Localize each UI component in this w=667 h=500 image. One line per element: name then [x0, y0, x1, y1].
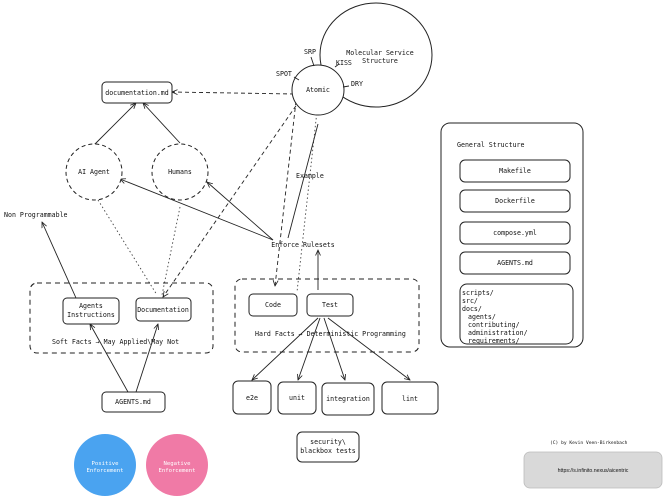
spot-label: SPOT — [276, 70, 292, 78]
agents-instructions-box — [62, 297, 120, 325]
molecular-service-circle — [319, 2, 433, 108]
enforce-rulesets-label: Enforce Rulesets — [271, 241, 335, 249]
ai-agent-label: AI Agent — [78, 168, 110, 176]
positive-enforcement-label-1: Positive — [92, 461, 120, 467]
test-to-integration-arrow — [323, 317, 345, 380]
security-label-1: security\ — [310, 438, 346, 446]
agents-md-box — [101, 391, 166, 413]
humans-to-documentation-dotted — [161, 206, 181, 296]
credit-text: (C) by Kevin Veen-Birkenbach — [550, 440, 628, 446]
structure-item-dockerfile-label: Dockerfile — [495, 197, 535, 205]
structure-item-dockerfile — [459, 189, 571, 213]
example-link — [296, 101, 319, 293]
code-box — [248, 293, 298, 317]
documentation-box — [135, 297, 192, 322]
example-label: Example — [296, 172, 324, 180]
tree-docs: docs/ — [462, 305, 482, 313]
negative-enforcement-label-2: Enforcement — [158, 468, 195, 474]
atomic-circle — [291, 64, 345, 116]
agents-instructions-to-non-programmable-arrow — [42, 222, 77, 299]
structure-item-compose-label: compose.yml — [493, 229, 537, 237]
unit-box — [277, 381, 317, 415]
integration-label: integration — [326, 395, 370, 403]
positive-enforcement-label-2: Enforcement — [86, 468, 123, 474]
dry-label: DRY — [351, 80, 363, 88]
security-label-2: blackbox tests — [300, 447, 356, 455]
general-structure-title: General Structure — [457, 141, 525, 149]
e2e-label: e2e — [246, 394, 258, 402]
tree-contributing: contributing/ — [468, 321, 520, 329]
srp-label: SRP — [304, 48, 316, 56]
kiss-label: KISS — [336, 59, 352, 67]
agents-instructions-label-1: Agents — [79, 302, 103, 310]
test-to-unit-arrow — [298, 317, 321, 380]
molecular-service-structure: Molecular Service Structure Atomic SRP K… — [276, 2, 433, 116]
ai-agent-circle — [65, 143, 123, 201]
documentation-md-box — [101, 81, 173, 104]
atomic-to-documentation-arrow — [163, 99, 301, 297]
atomic-to-documentation-md-arrow — [172, 92, 295, 94]
molecular-title-2: Structure — [362, 57, 398, 65]
agents-md-label: AGENTS.md — [115, 398, 151, 406]
kiss-tick — [334, 63, 340, 68]
code-label: Code — [265, 301, 281, 309]
integration-box — [321, 382, 375, 416]
positive-enforcement-circle — [74, 434, 136, 496]
general-structure-panel: General Structure Makefile Dockerfile co… — [440, 122, 584, 348]
soft-facts-label: Soft Facts → May Applied\May Not — [52, 338, 179, 346]
agents-md-to-documentation-arrow — [135, 324, 158, 393]
ai-agent-to-documentation-dotted — [97, 199, 158, 296]
structure-tree-box — [459, 283, 574, 345]
security-box — [296, 431, 360, 463]
test-to-e2e-arrow — [252, 317, 319, 380]
tree-administration: administration/ — [468, 329, 528, 337]
humans-circle — [151, 143, 209, 201]
hard-facts-label: Hard Facts → Deterministic Programming — [255, 330, 406, 338]
structure-item-agents-md-label: AGENTS.md — [497, 259, 533, 267]
molecular-title-1: Molecular Service — [346, 49, 414, 57]
humans-to-documentation-md-arrow — [143, 103, 181, 144]
structure-item-makefile-label: Makefile — [499, 167, 531, 175]
lint-box — [381, 381, 439, 415]
e2e-box — [232, 380, 272, 415]
connectors — [42, 92, 410, 393]
negative-enforcement-label-1: Negative — [164, 461, 192, 467]
humans-label: Humans — [168, 168, 192, 176]
structure-item-makefile — [459, 159, 571, 183]
srp-tick — [310, 56, 315, 67]
enforce-to-humans-arrow — [207, 182, 274, 241]
hard-facts-group — [234, 278, 420, 353]
test-box — [306, 293, 354, 317]
ai-agent-to-documentation-md-arrow — [93, 103, 136, 146]
documentation-label: Documentation — [137, 306, 189, 314]
tree-scripts: scripts/ — [462, 289, 494, 297]
structure-item-compose — [459, 221, 571, 245]
structure-item-agents-md — [459, 251, 571, 275]
agents-instructions-label-2: Instructions — [67, 311, 115, 319]
enforce-to-ai-agent-arrow — [120, 179, 274, 241]
unit-label: unit — [289, 394, 305, 402]
lint-label: lint — [402, 395, 418, 403]
tree-src: src/ — [462, 297, 478, 305]
negative-enforcement-circle — [146, 434, 208, 496]
test-label: Test — [322, 301, 338, 309]
non-programmable-label: Non Programmable — [4, 211, 68, 219]
dry-tick — [342, 85, 350, 88]
soft-facts-group — [29, 282, 214, 354]
url-link[interactable]: https://s.infinito.nexus/aicentric — [558, 468, 629, 474]
spot-tick — [293, 76, 300, 81]
agents-md-to-agents-instructions-arrow — [90, 324, 129, 393]
test-to-lint-arrow — [327, 317, 410, 380]
url-banner[interactable] — [523, 451, 663, 489]
enforce-to-atomic-line — [287, 123, 319, 239]
documentation-md-label: documentation.md — [105, 89, 169, 97]
tree-requirements: requirements/ — [468, 337, 520, 345]
tree-agents: agents/ — [468, 313, 496, 321]
atomic-to-code-arrow — [275, 100, 297, 286]
atomic-label: Atomic — [306, 86, 330, 94]
